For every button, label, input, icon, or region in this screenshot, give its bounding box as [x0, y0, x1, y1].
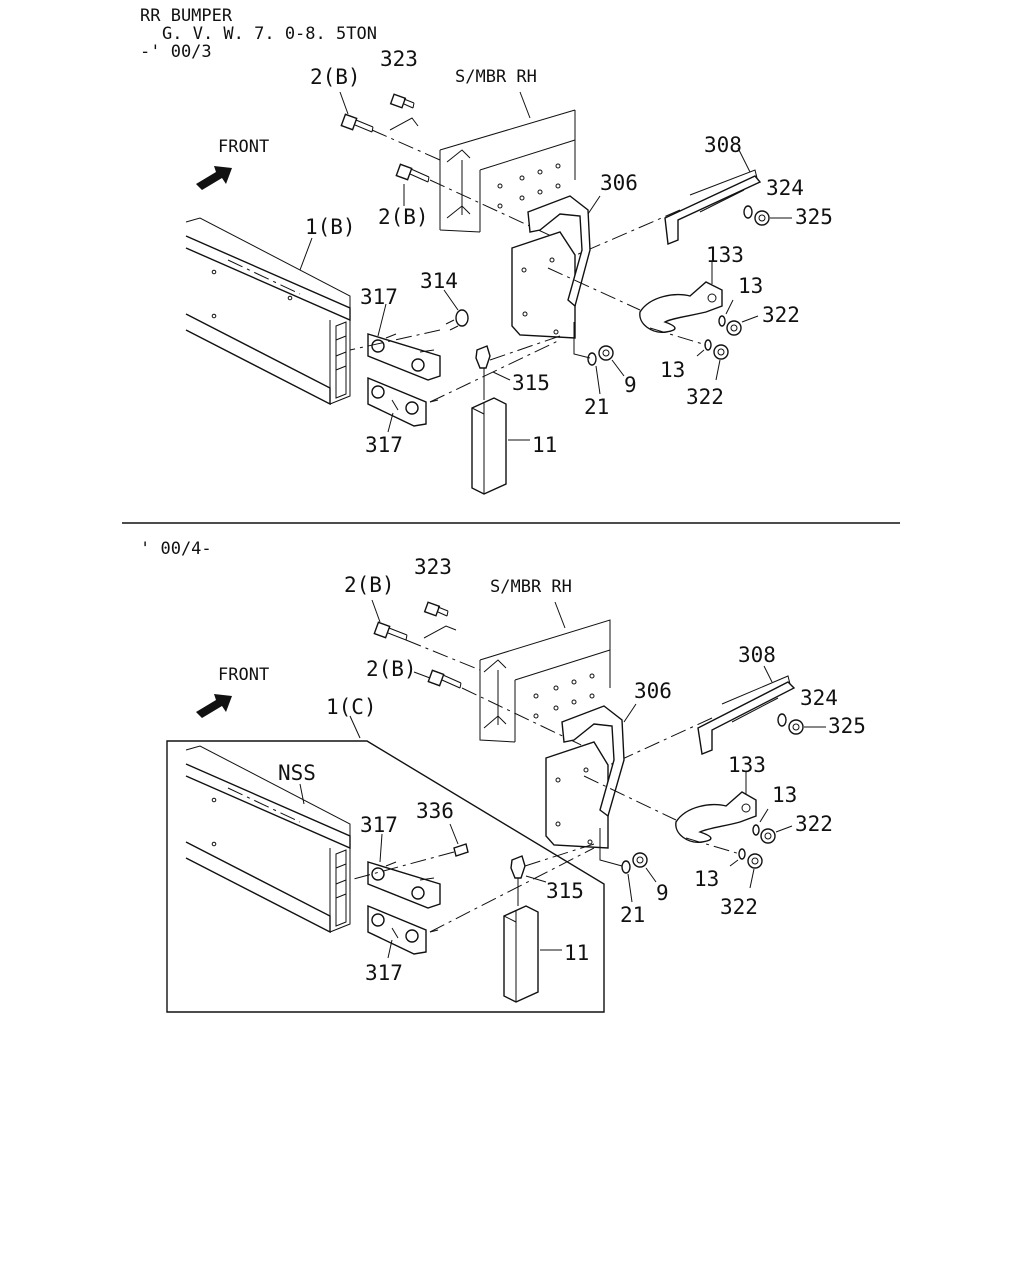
- bolt-2b-upper: [340, 113, 374, 133]
- bumper-beam-1b: [185, 217, 351, 406]
- label-315: 315: [546, 879, 584, 903]
- bracket-308: [664, 147, 762, 245]
- clip-315: [475, 335, 561, 400]
- side-member-frame: [439, 91, 576, 233]
- nut-9: [598, 345, 625, 377]
- label-308: 308: [704, 133, 742, 157]
- label-9: 9: [624, 373, 637, 397]
- bolt-2b-lower: [395, 163, 430, 183]
- label-nss: NSS: [278, 761, 316, 785]
- bracket-308: [697, 665, 796, 755]
- range-label-top: -' 00/3: [140, 42, 212, 62]
- label-336: 336: [416, 799, 454, 823]
- label-133: 133: [706, 243, 744, 267]
- label-323: 323: [380, 47, 418, 71]
- label-306: 306: [600, 171, 638, 195]
- washer-21: [573, 322, 601, 395]
- bracket-306: [511, 195, 601, 339]
- bolt-2b-upper: [373, 621, 408, 641]
- inset-box-1c: [166, 715, 605, 1013]
- header: RR BUMPER G. V. W. 7. 0-8. 5TON -' 00/3: [140, 6, 377, 62]
- rubber-stopper-11: [471, 397, 530, 495]
- bumper-beam-nss: [185, 745, 351, 934]
- top-assembly: FRONT S/MBR RH 2(B) 323: [185, 47, 833, 495]
- nut-325: [754, 210, 770, 226]
- front-arrow-icon: [196, 166, 232, 190]
- label-306: 306: [634, 679, 672, 703]
- washer-324: [777, 713, 787, 727]
- front-label: FRONT: [218, 665, 269, 685]
- label-13-upper: 13: [772, 783, 797, 807]
- label-1b: 1(B): [305, 215, 356, 239]
- label-9: 9: [656, 881, 669, 905]
- bracket-306: [545, 703, 637, 849]
- frame-label: S/MBR RH: [490, 577, 572, 597]
- nut-9: [632, 852, 657, 883]
- label-2b-upper: 2(B): [310, 65, 361, 89]
- bottom-assembly: FRONT S/MBR RH 2(B) 323 2(B): [166, 555, 866, 1013]
- label-1c: 1(C): [326, 695, 377, 719]
- label-323: 323: [414, 555, 452, 579]
- washer-13-lower: [704, 339, 712, 351]
- bolt-323: [423, 601, 449, 617]
- bolt-2b-lower: [427, 669, 462, 689]
- label-21: 21: [620, 903, 645, 927]
- bolt-314: [443, 289, 469, 331]
- label-2b-upper: 2(B): [344, 573, 395, 597]
- label-317-upper: 317: [360, 285, 398, 309]
- washer-13-lower: [738, 848, 746, 860]
- washer-13-upper: [752, 824, 760, 836]
- plate-317-upper: [367, 303, 441, 381]
- label-13-lower: 13: [694, 867, 719, 891]
- front-label: FRONT: [218, 137, 269, 157]
- label-11: 11: [532, 433, 557, 457]
- front-arrow-icon: [196, 694, 232, 718]
- nut-322-upper: [726, 320, 742, 336]
- tow-hook-133: [675, 772, 757, 843]
- pin-336: [449, 823, 469, 857]
- tow-hook-133: [639, 262, 723, 333]
- label-322-upper: 322: [795, 812, 833, 836]
- label-13-upper: 13: [738, 274, 763, 298]
- label-317-lower: 317: [365, 433, 403, 457]
- diagram-title: RR BUMPER: [140, 6, 233, 26]
- washer-21: [599, 828, 633, 903]
- label-308: 308: [738, 643, 776, 667]
- plate-317-lower: [367, 904, 439, 959]
- label-21: 21: [584, 395, 609, 419]
- label-322-lower: 322: [720, 895, 758, 919]
- nut-322-upper: [760, 828, 776, 844]
- plate-317-lower: [367, 376, 439, 433]
- label-315: 315: [512, 371, 550, 395]
- label-322-lower: 322: [686, 385, 724, 409]
- diagram-spec: G. V. W. 7. 0-8. 5TON: [162, 24, 377, 44]
- label-133: 133: [728, 753, 766, 777]
- label-324: 324: [766, 176, 804, 200]
- label-317-upper: 317: [360, 813, 398, 837]
- range-label-bottom: ' 00/4-: [140, 539, 212, 559]
- label-314: 314: [420, 269, 458, 293]
- side-member-frame: [479, 601, 611, 743]
- clip-315: [510, 843, 595, 906]
- plate-317-upper: [367, 833, 441, 909]
- label-2b-lower: 2(B): [366, 657, 417, 681]
- frame-label: S/MBR RH: [455, 67, 537, 87]
- nut-322-lower: [747, 853, 763, 869]
- label-325: 325: [795, 205, 833, 229]
- label-325: 325: [828, 714, 866, 738]
- label-317-lower: 317: [365, 961, 403, 985]
- rubber-stopper-11: [503, 905, 562, 1003]
- label-322-upper: 322: [762, 303, 800, 327]
- nut-322-lower: [713, 344, 729, 360]
- washer-324: [743, 205, 753, 219]
- bolt-323: [389, 93, 415, 109]
- label-11: 11: [564, 941, 589, 965]
- washer-13-upper: [718, 315, 726, 327]
- label-324: 324: [800, 686, 838, 710]
- label-13-lower: 13: [660, 358, 685, 382]
- nut-325: [788, 719, 804, 735]
- label-2b-lower: 2(B): [378, 205, 429, 229]
